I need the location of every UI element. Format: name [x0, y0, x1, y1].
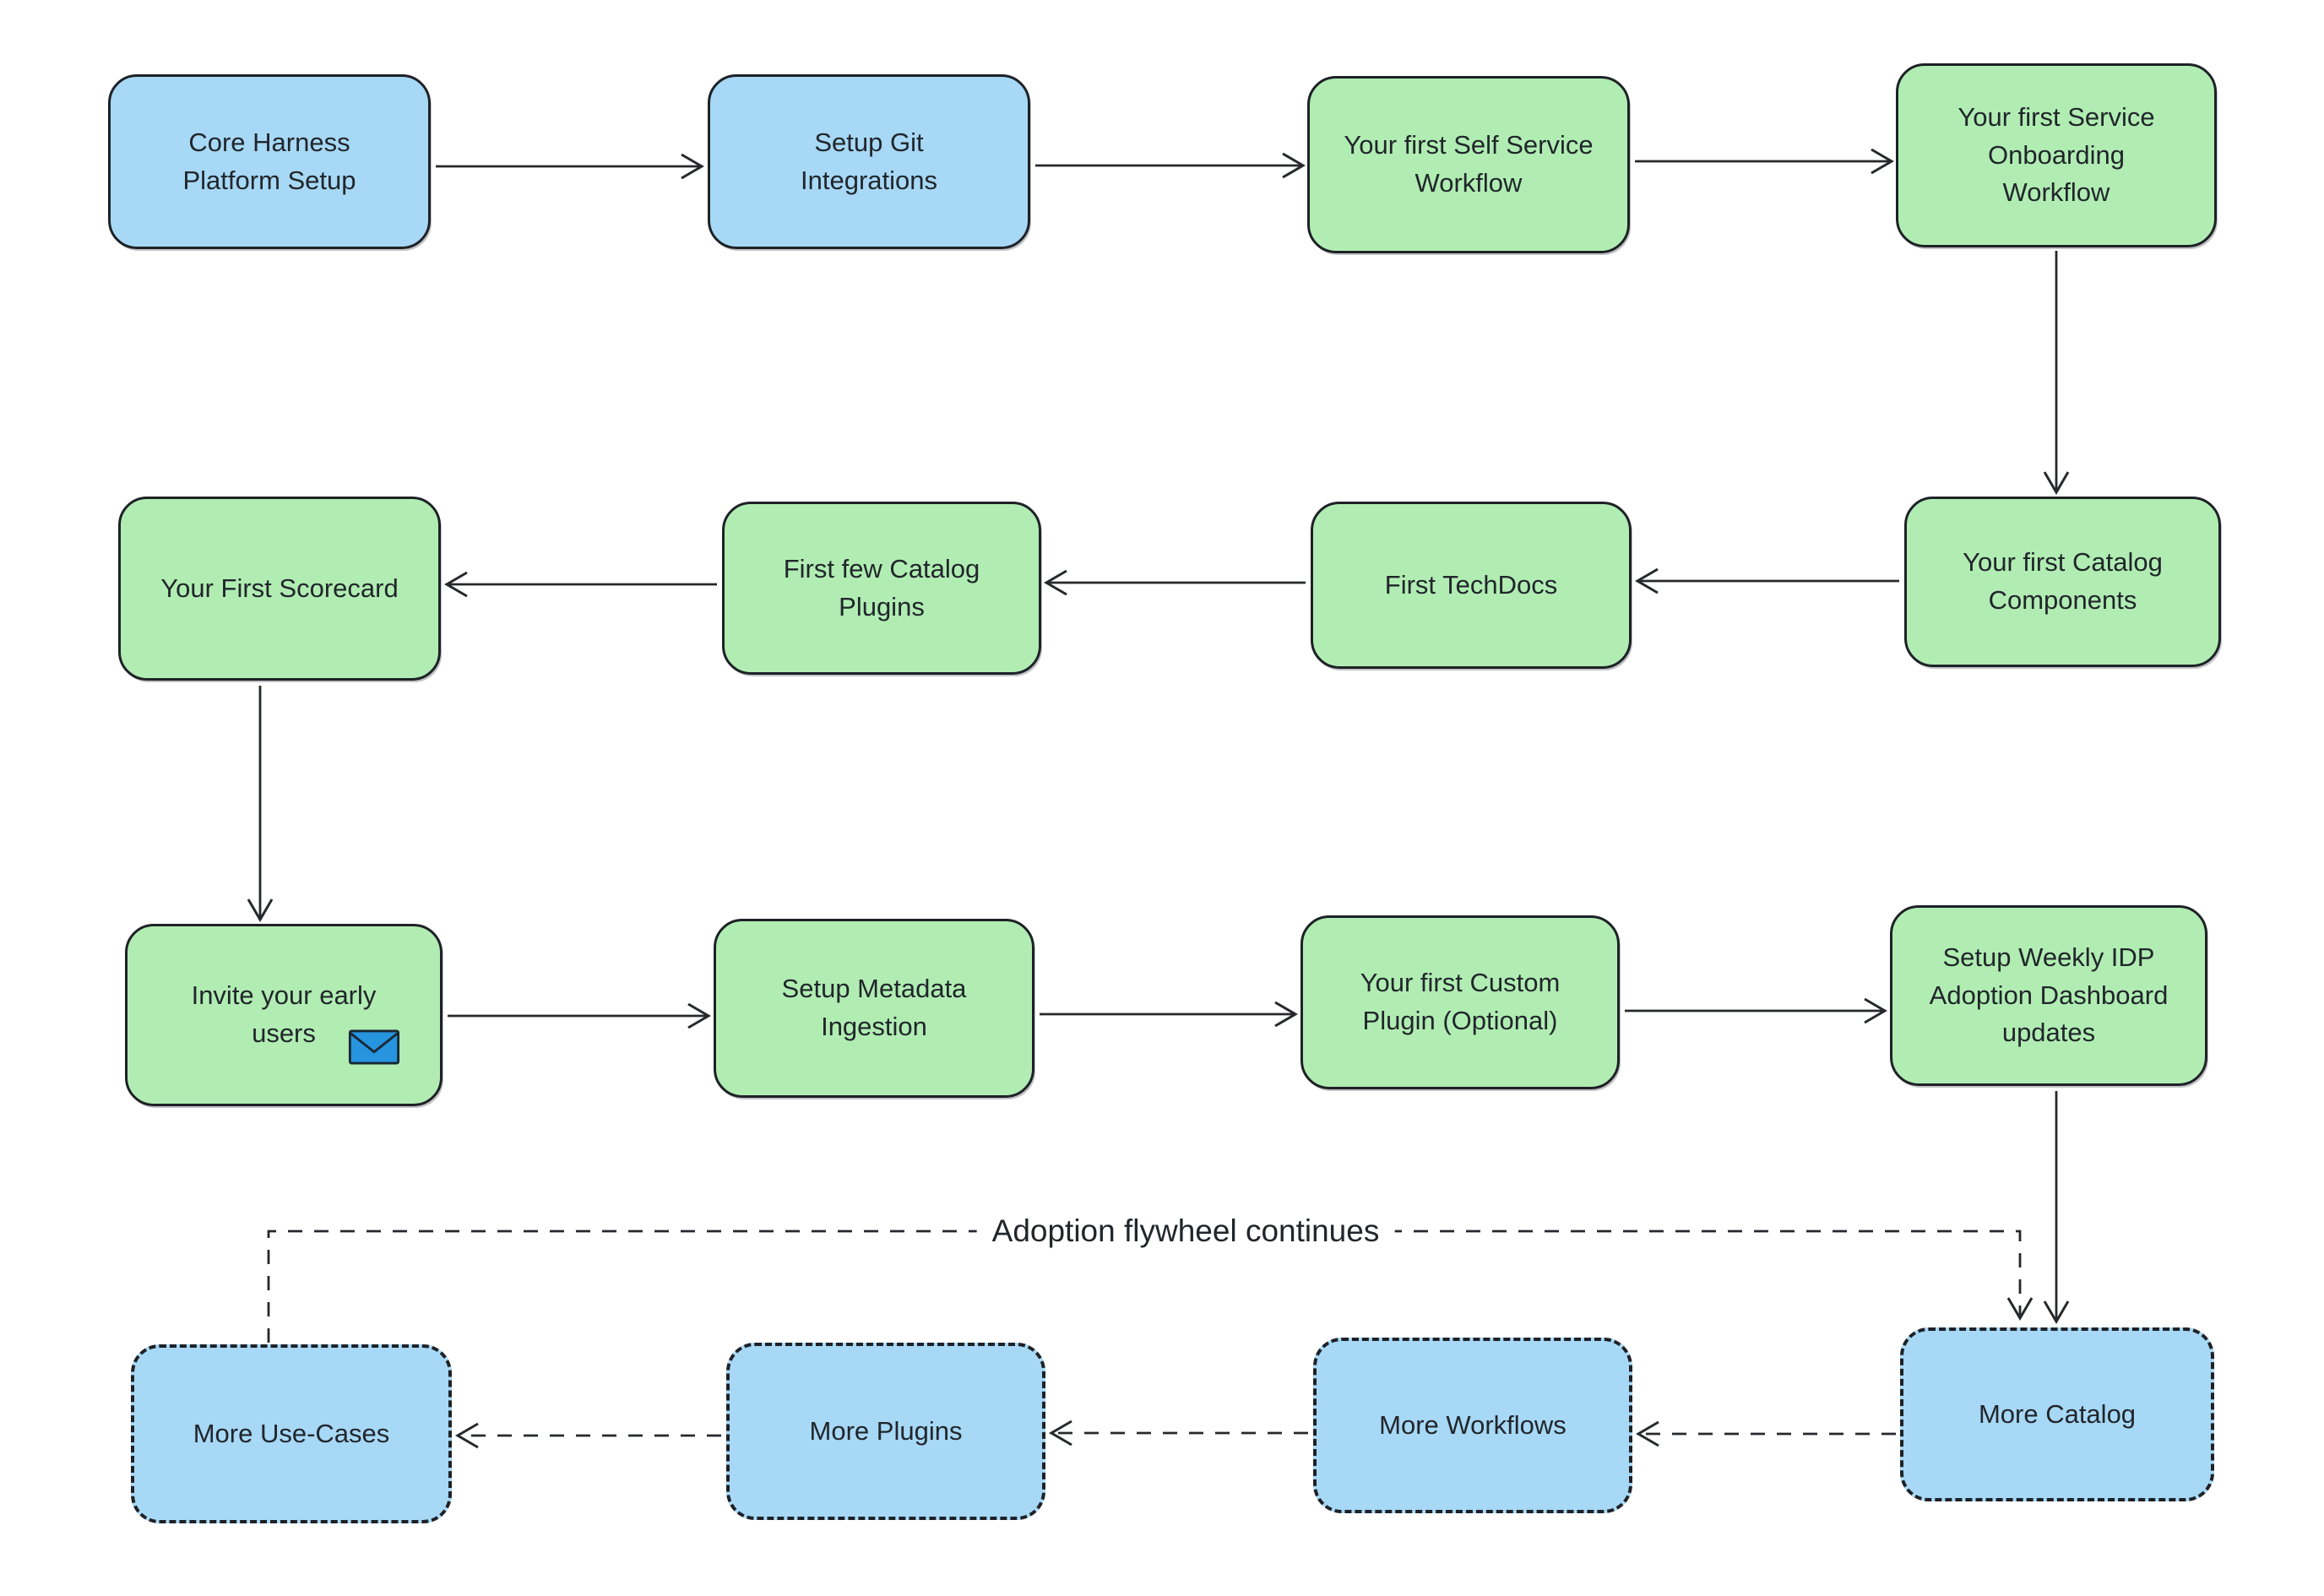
node-label: More Workflows	[1379, 1409, 1567, 1440]
node-first-self-service-workflow: Your first Self Service Workflow	[1307, 76, 1630, 253]
node-label: Setup Metadata Ingestion	[781, 974, 967, 1041]
node-more-plugins: More Plugins	[726, 1343, 1045, 1520]
node-label: First TechDocs	[1384, 569, 1558, 600]
node-more-workflows: More Workflows	[1313, 1338, 1632, 1513]
flow-arrow	[267, 1230, 2033, 1343]
node-weekly-idp-adoption-dashboard: Setup Weekly IDP Adoption Dashboard upda…	[1890, 905, 2207, 1086]
node-label: More Catalog	[1978, 1398, 2137, 1429]
node-first-techdocs: First TechDocs	[1311, 502, 1632, 669]
node-first-catalog-components: Your first Catalog Components	[1904, 497, 2221, 667]
node-label: Your First Scorecard	[160, 573, 399, 603]
node-label: Core Harness Platform Setup	[182, 127, 356, 195]
node-first-service-onboarding-workflow: Your first Service Onboarding Workflow	[1896, 63, 2217, 247]
node-label: More Use-Cases	[193, 1418, 390, 1448]
node-label: Setup Git Integrations	[801, 127, 937, 195]
envelope-icon	[348, 1029, 399, 1065]
node-setup-git-integrations: Setup Git Integrations	[708, 74, 1030, 249]
node-core-harness-platform-setup: Core Harness Platform Setup	[108, 74, 431, 249]
node-label: Your first Self Service Workflow	[1344, 130, 1594, 198]
node-first-scorecard: Your First Scorecard	[118, 497, 441, 681]
node-label: Your first Service Onboarding Workflow	[1957, 101, 2155, 208]
node-label: Your first Custom Plugin (Optional)	[1360, 968, 1561, 1035]
node-more-use-cases: More Use-Cases	[131, 1344, 452, 1523]
flywheel-label: Adoption flywheel continues	[976, 1212, 1395, 1251]
node-label: Invite your early users	[191, 980, 377, 1048]
node-label: Setup Weekly IDP Adoption Dashboard upda…	[1929, 942, 2169, 1048]
node-more-catalog: More Catalog	[1900, 1327, 2214, 1501]
node-setup-metadata-ingestion: Setup Metadata Ingestion	[714, 919, 1034, 1098]
node-first-custom-plugin: Your first Custom Plugin (Optional)	[1300, 915, 1620, 1089]
node-first-few-catalog-plugins: First few Catalog Plugins	[722, 502, 1041, 675]
node-label: First few Catalog Plugins	[783, 553, 980, 622]
node-invite-early-users: Invite your early users	[125, 924, 443, 1106]
node-label: More Plugins	[809, 1415, 963, 1446]
node-label: Your first Catalog Components	[1963, 547, 2163, 615]
